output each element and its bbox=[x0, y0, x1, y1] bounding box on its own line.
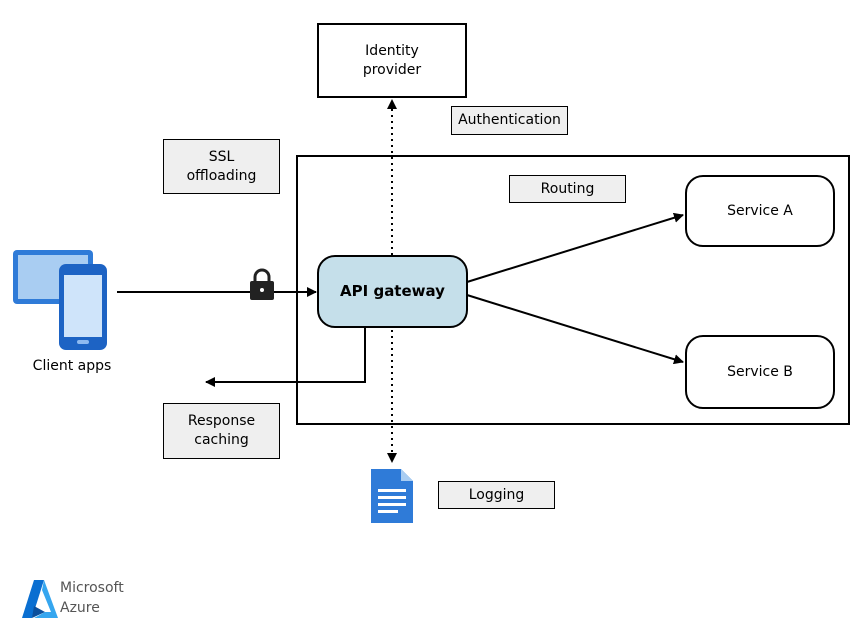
logging-label: Logging bbox=[438, 481, 555, 509]
azure-logo: Microsoft Azure bbox=[20, 578, 150, 622]
routing-label: Routing bbox=[509, 175, 626, 203]
lock-icon bbox=[250, 268, 274, 300]
service-a-box: Service A bbox=[685, 175, 835, 247]
client-apps-label: Client apps bbox=[32, 358, 112, 374]
api-gateway-box: API gateway bbox=[317, 255, 468, 328]
identity-provider-box: Identity provider bbox=[317, 23, 467, 98]
gateway-to-service-b-arrow bbox=[466, 294, 684, 365]
response-caching-arrow bbox=[205, 328, 366, 387]
response-caching-label: Response caching bbox=[163, 403, 280, 459]
azure-logo-text-line2: Azure bbox=[60, 600, 100, 616]
authentication-label: Authentication bbox=[451, 106, 568, 135]
ssl-offloading-label: SSL offloading bbox=[163, 139, 280, 194]
gateway-to-service-a-arrow bbox=[466, 212, 684, 283]
azure-logo-icon bbox=[22, 580, 58, 618]
service-b-box: Service B bbox=[685, 335, 835, 409]
gateway-container bbox=[296, 155, 850, 425]
document-icon bbox=[371, 469, 413, 523]
azure-logo-text-line1: Microsoft bbox=[60, 580, 124, 596]
devices-icon bbox=[13, 250, 107, 350]
